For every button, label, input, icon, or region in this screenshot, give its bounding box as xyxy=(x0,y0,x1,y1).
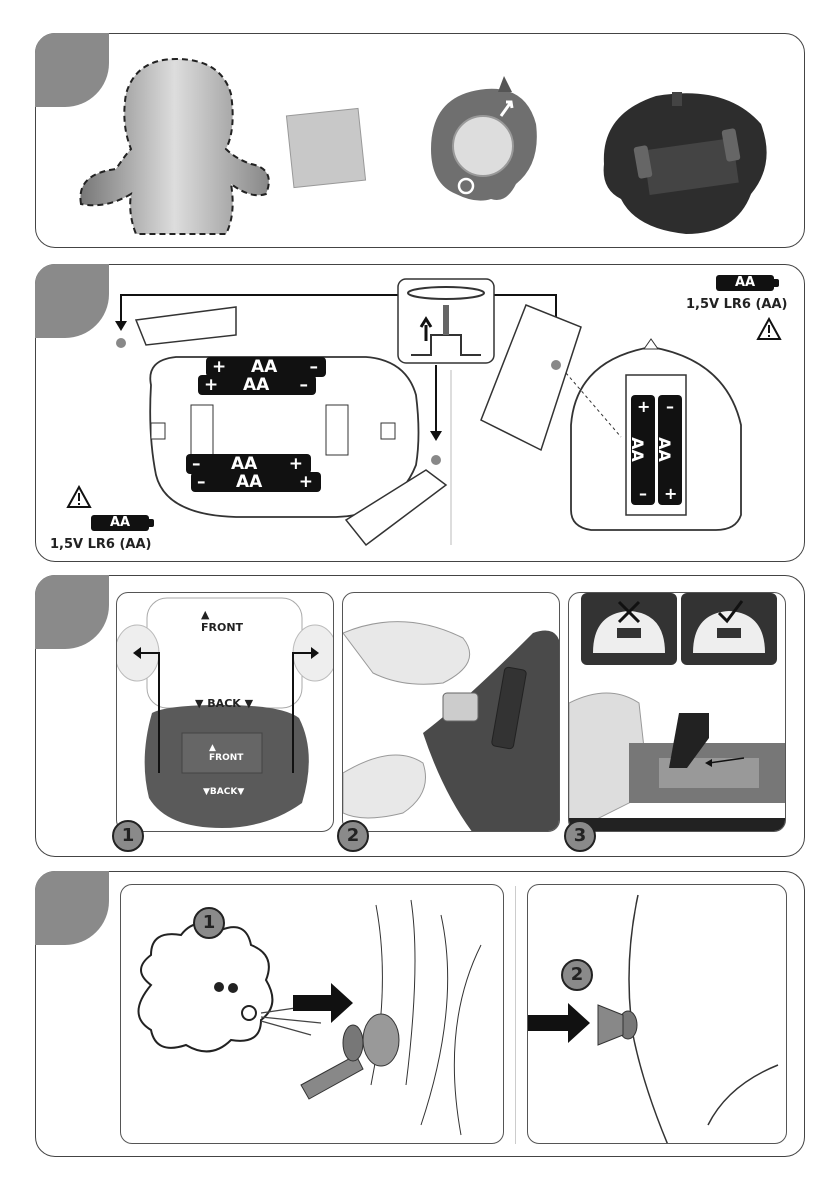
cell-label: AA xyxy=(251,357,277,377)
step-number: 1 xyxy=(193,907,225,939)
warning-icon xyxy=(66,485,92,509)
plus-sign: + xyxy=(664,484,677,503)
clip-attach-illustration xyxy=(343,593,560,832)
minus-sign: – xyxy=(639,484,647,503)
inflate-step-2: 2 xyxy=(527,884,787,1144)
back-label: ▼ BACK ▼ xyxy=(195,697,253,710)
plus-sign: + xyxy=(637,397,650,416)
panel-batteries: + AA – + AA – – AA + – AA + + AA – – AA … xyxy=(35,264,805,562)
front-label: ▲FRONT xyxy=(201,608,243,634)
step-number: 1 xyxy=(112,820,144,852)
warning-icon xyxy=(756,317,782,341)
battery-cell: – AA + xyxy=(191,472,321,492)
battery-cell: – AA + xyxy=(186,454,311,474)
minus-sign: – xyxy=(192,454,201,474)
plus-sign: + xyxy=(212,357,226,377)
plus-sign: + xyxy=(289,454,303,474)
cover-right xyxy=(481,305,581,450)
sub-front-label: ▲FRONT xyxy=(209,743,243,763)
cross-icon xyxy=(614,597,644,627)
battery-badge: AA xyxy=(91,515,149,531)
step-tab xyxy=(35,575,109,649)
mount-step-2 xyxy=(342,592,560,832)
minus-sign: – xyxy=(197,472,206,492)
battery-cell: + AA – xyxy=(206,357,326,377)
minus-sign: – xyxy=(310,357,319,377)
mount-step-1: ▲FRONT ▼ BACK ▼ ▲FRONT ▼BACK▼ xyxy=(116,592,334,832)
inflate-step-1: 1 xyxy=(120,884,504,1144)
battery-badge: AA xyxy=(716,275,774,291)
battery-spec-text: 1,5V LR6 (AA) xyxy=(686,297,788,312)
step-number: 2 xyxy=(337,820,369,852)
cell-label: AA xyxy=(236,472,262,492)
fabric-square-icon xyxy=(286,108,365,187)
cover-top-left xyxy=(136,307,236,345)
battery-cell: + AA – xyxy=(631,395,655,505)
clip-check-illustration xyxy=(569,593,786,832)
battery-box-icon xyxy=(604,92,767,234)
step-number: 2 xyxy=(561,959,593,991)
mount-step-3 xyxy=(568,592,786,832)
plus-sign: + xyxy=(204,375,218,395)
cell-label: AA xyxy=(231,454,257,474)
plus-sign: + xyxy=(299,472,313,492)
compartment-right xyxy=(571,339,741,530)
cell-label: AA xyxy=(628,437,647,462)
battery-cell: + AA – xyxy=(198,375,316,395)
minus-sign: – xyxy=(666,397,674,416)
cell-label: AA xyxy=(655,437,674,462)
blow-air-illustration xyxy=(121,885,504,1144)
panel-contents xyxy=(35,33,805,248)
battery-cell: – AA + xyxy=(658,395,682,505)
cell-label: AA xyxy=(243,375,269,395)
sub-back-label: ▼BACK▼ xyxy=(203,787,244,797)
panel-inflate: 1 2 xyxy=(35,871,805,1157)
check-icon xyxy=(715,597,745,627)
battery-spec-text: 1,5V LR6 (AA) xyxy=(50,537,152,552)
minus-sign: – xyxy=(300,375,309,395)
sound-device-icon xyxy=(431,76,537,201)
insert-valve-illustration xyxy=(528,885,787,1144)
step-number: 3 xyxy=(564,820,596,852)
divider xyxy=(515,886,516,1144)
plush-shell-icon xyxy=(80,59,268,234)
step-tab xyxy=(35,871,109,945)
screw-detail-box xyxy=(398,279,494,363)
contents-illustration xyxy=(36,34,806,249)
panel-mounting: ▲FRONT ▼ BACK ▼ ▲FRONT ▼BACK▼ xyxy=(35,575,805,857)
